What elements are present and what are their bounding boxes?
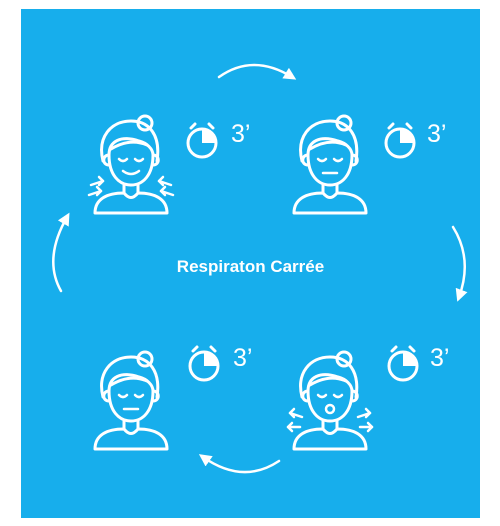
face-inhale-icon [93, 114, 169, 215]
arrow-right [451, 225, 468, 302]
clock-icon [387, 345, 419, 382]
step-3-duration: 3’ [430, 344, 450, 372]
face-hold-icon [292, 114, 368, 215]
step-2-duration: 3’ [427, 120, 447, 148]
clock-icon [186, 122, 218, 159]
step-4-duration: 3’ [233, 344, 253, 372]
step-2-hold [292, 114, 368, 215]
clock-icon [188, 345, 220, 382]
diagram-graphics [52, 63, 468, 474]
exhale-arrows-icon [286, 407, 374, 433]
arrow-top [217, 63, 297, 80]
arrow-bottom [198, 454, 281, 474]
arrow-left [52, 212, 70, 293]
face-exhale-icon [292, 350, 368, 451]
inhale-arrows-icon [87, 175, 175, 197]
diagram-title: Respiraton Carrée [176, 257, 325, 276]
step-4-hold [93, 350, 169, 451]
face-hold-icon [93, 350, 169, 451]
step-3-exhale [286, 350, 374, 451]
step-1-inhale [87, 114, 175, 215]
flow-arrows [52, 63, 468, 474]
clock-icon [384, 122, 416, 159]
breathing-diagram-panel: Respiraton Carrée 3’ 3’ 3’ 3’ [21, 9, 480, 518]
step-1-duration: 3’ [231, 120, 251, 148]
